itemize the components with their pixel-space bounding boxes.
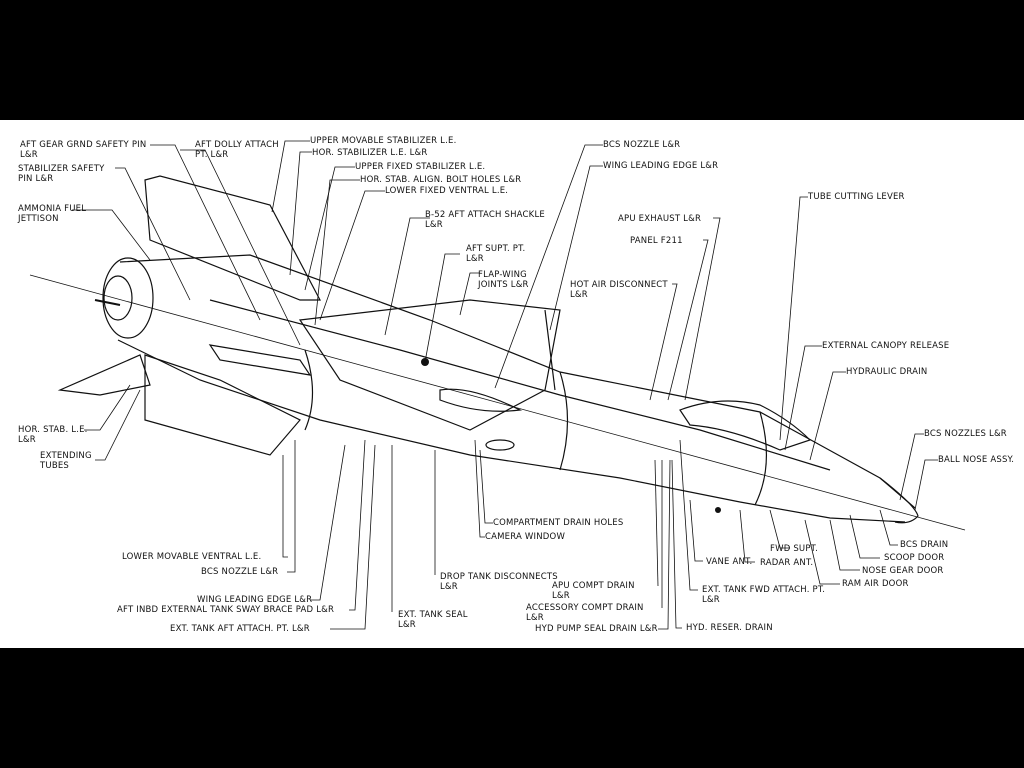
leader-lines — [72, 140, 938, 630]
label-panel-f211: PANEL F211 — [630, 236, 683, 246]
upper-vertical-stabilizer — [144, 175, 321, 301]
label-hor-stabilizer-le: HOR. STABILIZER L.E. L&R — [312, 148, 428, 158]
engine-nozzle-inner — [103, 275, 133, 321]
fuselage-frame-3 — [754, 411, 767, 506]
fuselage-upper-line — [119, 254, 916, 509]
label-ball-nose-assembly: BALL NOSE ASSY. — [938, 455, 1015, 465]
label-wing-leading-edge-top: WING LEADING EDGE L&R — [603, 161, 719, 171]
label-bcs-nozzles-right: BCS NOZZLES L&R — [924, 429, 1007, 439]
left-horizontal-stabilizer — [57, 354, 151, 396]
label-lower-movable-ventral: LOWER MOVABLE VENTRAL L.E. — [122, 552, 262, 562]
center-axis-line — [29, 274, 966, 531]
label-tube-cutting-lever: TUBE CUTTING LEVER — [808, 192, 905, 202]
label-radar-antenna: RADAR ANT. — [760, 558, 814, 568]
label-hyd-reser-drain: HYD. RESER. DRAIN — [686, 623, 773, 633]
fuselage-panel-a — [208, 344, 312, 376]
canopy-outline — [679, 400, 812, 451]
label-hor-stab-le-left: HOR. STAB. L.E. L&R — [18, 425, 88, 445]
label-ext-tank-fwd-attach: EXT. TANK FWD ATTACH. PT. L&R — [702, 585, 826, 605]
label-upper-movable-stabilizer: UPPER MOVABLE STABILIZER L.E. — [310, 136, 457, 146]
label-apu-exhaust: APU EXHAUST L&R — [618, 214, 702, 224]
label-compartment-drain-holes: COMPARTMENT DRAIN HOLES — [493, 518, 624, 528]
label-b52-aft-attach-shackle: B-52 AFT ATTACH SHACKLE L&R — [425, 210, 545, 230]
lower-ventral-fin — [144, 354, 301, 456]
label-aft-gear-ground-safety-pin: AFT GEAR GRND SAFETY PIN L&R — [20, 140, 147, 160]
label-external-canopy-release: EXTERNAL CANOPY RELEASE — [822, 341, 950, 351]
label-accessory-compt-drain: ACCESSORY COMPT DRAIN L&R — [526, 603, 644, 623]
camera-window-outline — [485, 439, 515, 451]
label-wing-leading-edge-bottom: WING LEADING EDGE L&R — [197, 595, 313, 605]
label-ammonia-fuel-jettison: AMMONIA FUEL JETTISON — [18, 204, 87, 224]
label-aft-dolly-attach: AFT DOLLY ATTACH PT. L&R — [195, 140, 279, 160]
label-stabilizer-safety-pin: STABILIZER SAFETY PIN L&R — [18, 164, 105, 184]
label-bcs-nozzle-bottom: BCS NOZZLE L&R — [201, 567, 279, 577]
label-apu-compt-drain: APU COMPT DRAIN L&R — [552, 581, 635, 601]
wing-outline — [298, 299, 561, 431]
label-hot-air-disconnect: HOT AIR DISCONNECT L&R — [570, 280, 668, 300]
label-upper-fixed-stabilizer: UPPER FIXED STABILIZER L.E. — [355, 162, 486, 172]
label-hydraulic-drain: HYDRAULIC DRAIN — [846, 367, 928, 377]
fuselage-lower-line — [117, 339, 906, 523]
label-fwd-support: FWD SUPT. — [770, 544, 818, 554]
fuselage-mid-line — [209, 299, 831, 471]
label-bcs-drain: BCS DRAIN — [900, 540, 949, 550]
wing-flap-line — [544, 309, 556, 391]
tail-probe — [94, 299, 121, 306]
label-hor-stab-align-bolt-holes: HOR. STAB. ALIGN. BOLT HOLES L&R — [360, 175, 522, 185]
label-hyd-pump-seal-drain: HYD PUMP SEAL DRAIN L&R — [535, 624, 658, 634]
label-ext-tank-seal: EXT. TANK SEAL L&R — [398, 610, 468, 630]
fuselage-panel-b — [439, 388, 523, 412]
label-bcs-nozzle-top: BCS NOZZLE L&R — [603, 140, 681, 150]
nose-outline — [879, 477, 919, 524]
label-nose-gear-door: NOSE GEAR DOOR — [862, 566, 944, 576]
fastener-dot — [715, 507, 721, 513]
label-scoop-door: SCOOP DOOR — [884, 553, 945, 563]
label-ram-air-door: RAM AIR DOOR — [842, 579, 909, 589]
label-aft-inbd-external-tank-sway-brace: AFT INBD EXTERNAL TANK SWAY BRACE PAD L&… — [117, 605, 335, 615]
diagram-sheet: AFT GEAR GRND SAFETY PIN L&R STABILIZER … — [0, 120, 1024, 648]
label-ext-tank-aft-attach: EXT. TANK AFT ATTACH. PT. L&R — [170, 624, 310, 634]
label-lower-fixed-ventral: LOWER FIXED VENTRAL L.E. — [385, 186, 509, 196]
label-vane-antenna: VANE ANT. — [706, 557, 753, 567]
label-extending-tubes: EXTENDING TUBES — [40, 451, 92, 471]
fuselage-frame-2 — [559, 371, 569, 471]
label-flap-wing-joints: FLAP-WING JOINTS L&R — [478, 270, 529, 290]
label-camera-window: CAMERA WINDOW — [485, 532, 566, 542]
label-aft-support-point: AFT SUPT. PT. L&R — [466, 244, 526, 264]
fuselage-frame-1 — [304, 349, 314, 431]
label-drop-tank-disconnects: DROP TANK DISCONNECTS L&R — [440, 572, 558, 592]
aircraft-drawing — [29, 140, 966, 630]
engine-nozzle-outer — [102, 257, 154, 339]
